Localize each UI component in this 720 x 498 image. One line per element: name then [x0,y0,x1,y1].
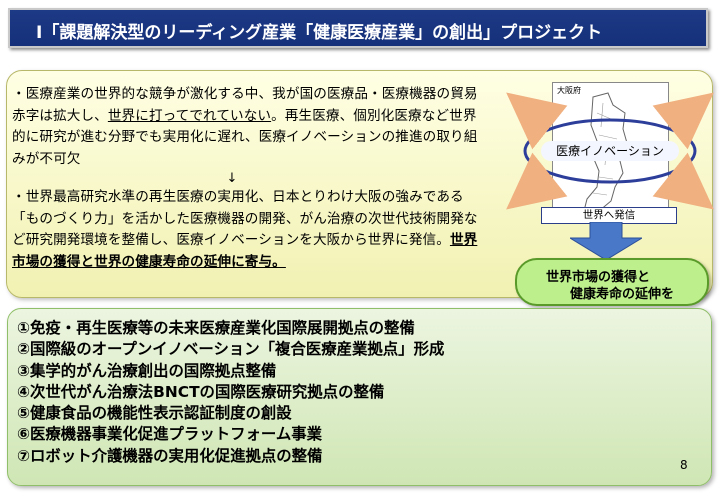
paragraph-2-a: ・世界最高研究水準の再生医療の実用化、日本とりわけ大阪の強みである「ものづくり力… [12,189,478,248]
down-arrow-icon: ↓ [226,171,238,186]
innovation-ellipse [523,118,697,184]
goal-line-2: 健康寿命の延伸を [570,287,675,302]
paragraph-1-c: 。再生医療、個別化医療など世界的に研究が進む分野でも実用化に遅れ、医療イノベーシ… [12,107,478,167]
list-item: ③集学的がん治療創出の国際拠点整備 [17,361,277,380]
list-item: ②国際級のオープンイノベーション「複合医療産業拠点」形成 [17,340,445,359]
innovation-label: 医療イノベーション [541,141,679,161]
list-item: ④次世代がん治療法BNCTの国際医療研究拠点の整備 [17,382,385,401]
map-label: 大阪府 [557,86,581,95]
paragraph-2-emphasis: 世界市場の獲得と世界の健康寿命の延伸に寄与。 [12,232,478,270]
goal-oval: 世界市場の獲得と 健康寿命の延伸を [515,258,709,306]
arrow-upper-left-icon [506,92,568,150]
page-number: 8 [680,458,688,472]
list-item: ⑤健康食品の機能性表示認証制度の創設 [17,404,292,423]
project-list: ①免疫・再生医療等の未来医療産業化国際展開拠点の整備 ②国際級のオープンイノベー… [17,318,444,467]
arrow-lower-left-icon [506,152,568,210]
slide-title: Ⅰ「課題解決型のリーディング産業「健康医療産業」の創出」プロジェクト [36,23,603,43]
down-blue-arrow-icon [570,222,642,260]
paragraph-1-a: ・医療産業の世界的な競争が激化する中、我が国の医療品・医療機器の貿易赤字は拡大し… [12,86,478,124]
arrow-upper-right-icon [652,92,714,150]
arrow-lower-right-icon [652,152,714,210]
list-item: ⑦ロボット介護機器の実用化促進拠点の整備 [17,446,323,465]
goal-line-1: 世界市場の獲得と [546,270,651,285]
bottom-panel [7,308,712,486]
paragraph-1: ・医療産業の世界的な競争が激化する中、我が国の医療品・医療機器の貿易赤字は拡大し… [12,84,480,170]
background-text: ・医療産業の世界的な競争が激化する中、我が国の医療品・医療機器の貿易赤字は拡大し… [12,84,480,294]
list-item: ①免疫・再生医療等の未来医療産業化国際展開拠点の整備 [17,319,415,337]
global-dispatch-label: 世界へ発信 [541,207,677,224]
paragraph-2: ・世界最高研究水準の再生医療の実用化、日本とりわけ大阪の強みである「ものづくり力… [12,187,480,273]
title-bar: Ⅰ「課題解決型のリーディング産業「健康医療産業」の創出」プロジェクト [8,8,708,48]
paragraph-1-underlined: 世界に打ってでれていない [107,107,272,124]
list-item: ⑥医療機器事業化促進プラットフォーム事業 [17,425,322,444]
